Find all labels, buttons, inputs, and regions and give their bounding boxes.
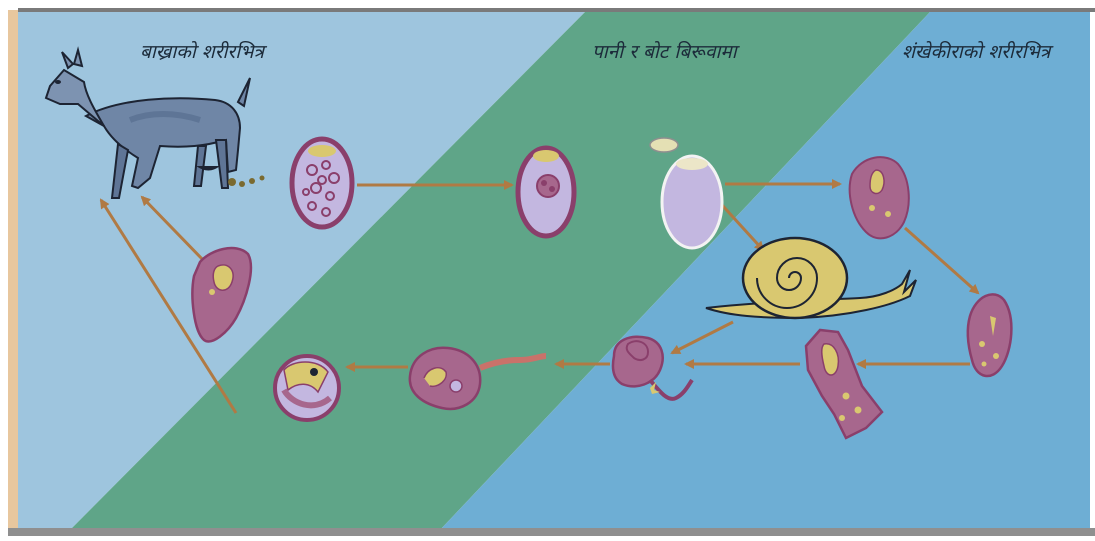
egg-in-feces [292,139,352,227]
frame-left-border [8,10,18,530]
metacercaria [275,356,339,420]
zone-label-goat-body: बाख्राको शरीरभित्र [140,38,264,64]
zone-label-water-and-plants: पानी र बोट बिरूवामा [592,38,737,64]
zone-label-snail-body: शंखेकीराको शरीरभित्र [902,38,1050,64]
frame-bottom-border [8,528,1095,536]
frame-top-border [18,8,1095,12]
embryonated-egg [518,148,574,236]
